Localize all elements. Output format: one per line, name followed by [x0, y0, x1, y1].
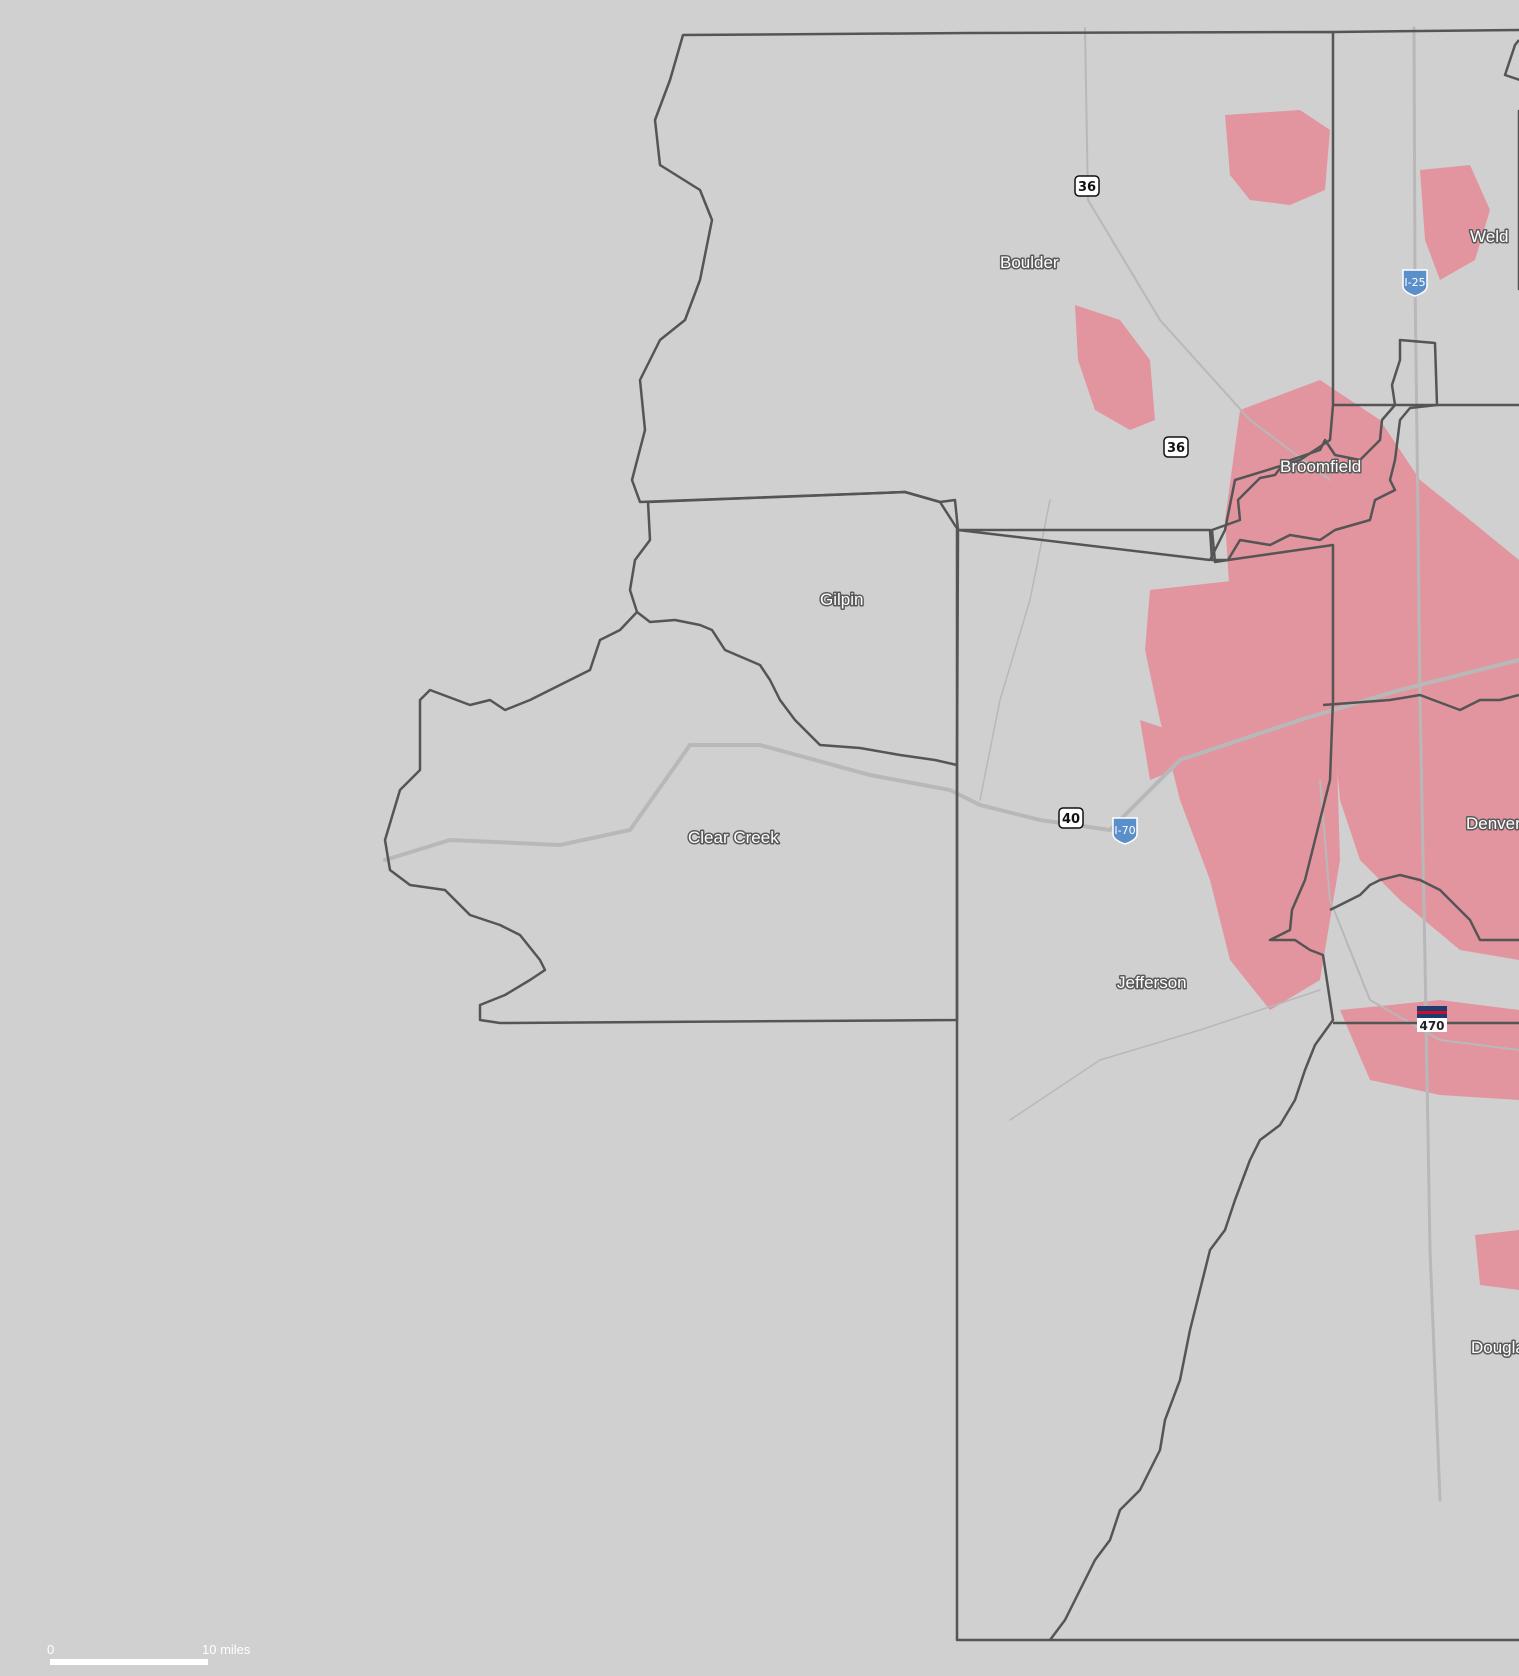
us36-shield-north-label: 36	[1078, 180, 1096, 195]
us36-shield-north: 36	[1074, 175, 1100, 197]
us40-shield: 40	[1058, 807, 1084, 829]
i25-shield: I-25	[1402, 269, 1428, 297]
urban-longmont	[1225, 110, 1330, 205]
i70-shield-label: I-70	[1114, 824, 1135, 837]
co470-shield: 470	[1417, 1006, 1447, 1033]
urban-broomfield	[1255, 440, 1335, 520]
label-clear-creek: Clear Creek	[688, 828, 779, 847]
urban-south	[1340, 1000, 1519, 1100]
us36-shield-south: 36	[1163, 436, 1189, 458]
co470-shield-label: 470	[1419, 1019, 1444, 1033]
label-douglas: Dougla	[1471, 1338, 1519, 1357]
us36-route	[1084, 27, 1331, 481]
boundary-broomfield	[1210, 338, 1439, 564]
us285-route	[1009, 989, 1321, 1121]
label-denver: Denver	[1466, 814, 1519, 833]
urban-denver-core	[1330, 680, 1519, 960]
label-jefferson: Jefferson	[1117, 973, 1187, 992]
us36-shield-south-label: 36	[1167, 441, 1185, 456]
county-labels: Boulder Weld Broomfield Gilpin Clear Cre…	[687, 226, 1519, 1359]
c470-route	[1319, 779, 1519, 1051]
boundary-jefferson	[955, 528, 1335, 1642]
urban-weld-north	[1420, 165, 1490, 280]
us40-shield-label: 40	[1062, 812, 1080, 827]
label-gilpin: Gilpin	[820, 590, 863, 609]
scale-bar-line	[50, 1659, 208, 1665]
urban-douglas	[1475, 1230, 1519, 1290]
scale-bar-end: 10 miles	[202, 1642, 251, 1657]
urban-west	[1145, 580, 1340, 1010]
label-broomfield: Broomfield	[1280, 457, 1361, 476]
scale-bar: 0 10 miles	[47, 1642, 251, 1665]
boundary-clear-creek	[383, 611, 959, 1025]
i25-shield-label: I-25	[1404, 276, 1425, 289]
peak-road	[979, 499, 1051, 801]
label-boulder: Boulder	[1000, 253, 1059, 272]
i70-shield: I-70	[1112, 817, 1138, 845]
urban-boulder-city	[1075, 305, 1155, 430]
urban-areas	[1075, 110, 1519, 1290]
label-weld: Weld	[1470, 227, 1508, 246]
county-boundaries	[383, 28, 1519, 1642]
scale-bar-start: 0	[47, 1642, 54, 1657]
i70-route	[383, 658, 1519, 862]
urban-golden	[1140, 720, 1175, 780]
boundary-denver	[1322, 693, 1519, 942]
